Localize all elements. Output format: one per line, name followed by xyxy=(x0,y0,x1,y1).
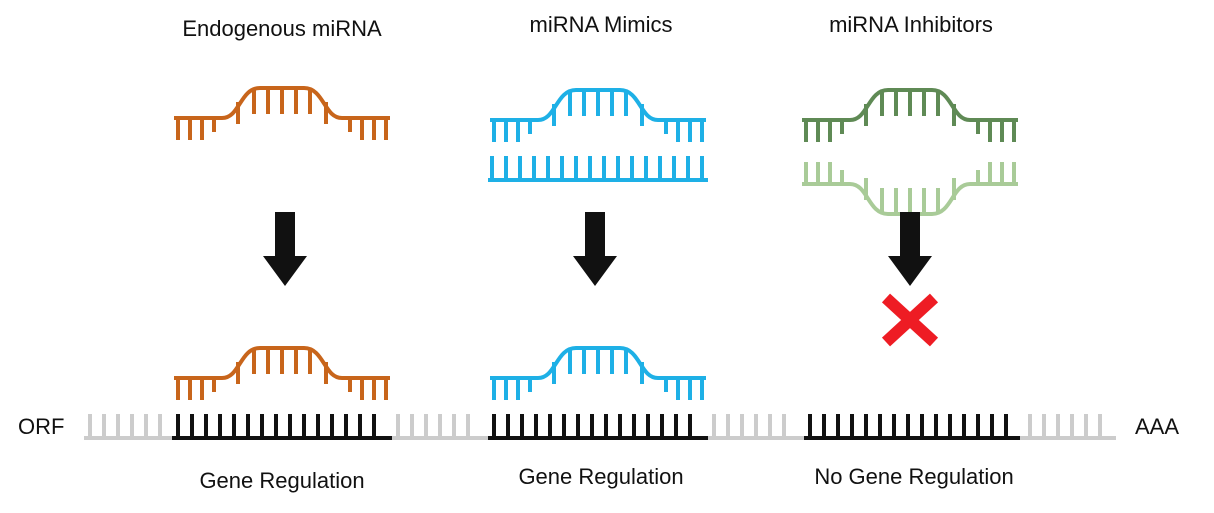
poly-a-label: AAA xyxy=(1135,414,1180,439)
down-arrow-icon xyxy=(888,212,932,286)
mirna-inhibitors-title: miRNA Inhibitors xyxy=(829,12,993,37)
orf-label: ORF xyxy=(18,414,65,439)
blocked-x-icon xyxy=(881,293,939,347)
mimics-result-label: Gene Regulation xyxy=(518,464,684,489)
arrows xyxy=(263,212,939,347)
endogenous-mirna-title: Endogenous miRNA xyxy=(182,16,382,41)
mirna-mimics-title: miRNA Mimics xyxy=(529,12,673,37)
down-arrow-icon xyxy=(573,212,617,286)
mrna-strand xyxy=(84,414,1116,440)
endogenous-result-label: Gene Regulation xyxy=(199,468,365,493)
inhibitors-result-label: No Gene Regulation xyxy=(814,464,1014,489)
down-arrow-icon xyxy=(263,212,307,286)
